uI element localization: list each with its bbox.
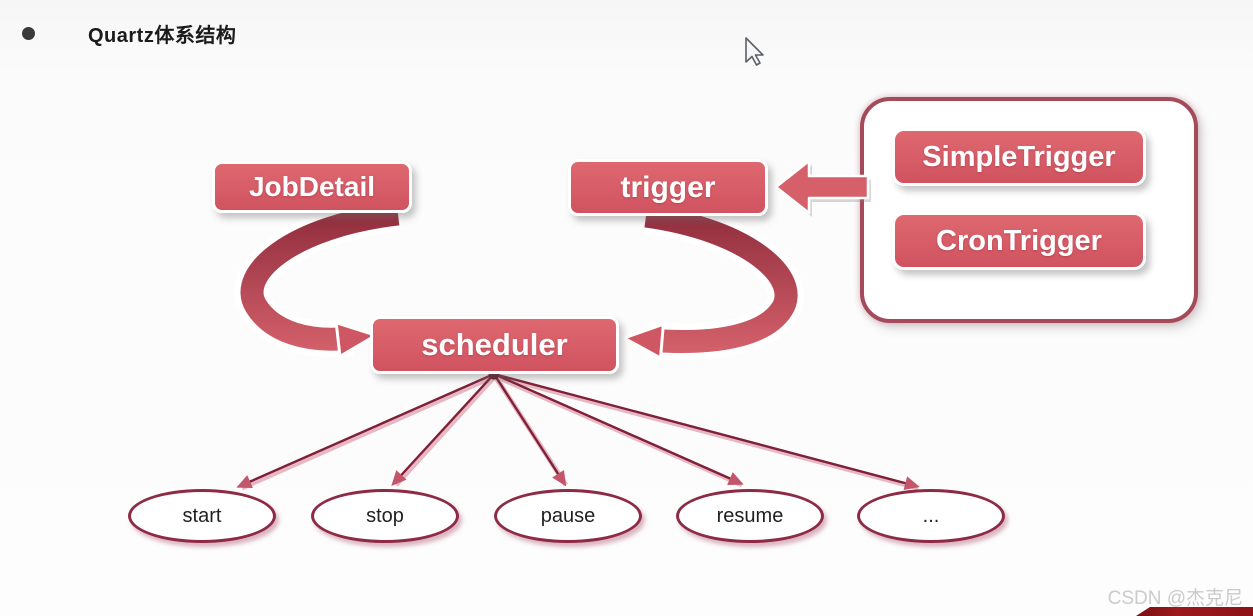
video-progress-bar[interactable] — [1136, 607, 1253, 616]
node-trigger: trigger — [568, 159, 768, 216]
ellipse-resume-label: resume — [716, 504, 784, 527]
fan-arrow-stop — [391, 373, 495, 486]
fan-arrow-more — [493, 372, 920, 490]
node-jobdetail: JobDetail — [212, 161, 412, 213]
fan-arrow-resume — [493, 372, 744, 485]
ellipse-pause-label: pause — [540, 504, 596, 527]
node-scheduler: scheduler — [370, 316, 619, 374]
watermark: CSDN @杰克尼 — [1107, 588, 1243, 609]
ellipse-stop: stop — [311, 489, 459, 543]
ellipse-pause: pause — [494, 489, 642, 543]
ellipse-more: ... — [857, 489, 1005, 543]
cursor-pointer-icon — [745, 37, 764, 66]
fan-arrows — [236, 372, 920, 490]
ellipse-resume: resume — [676, 489, 824, 543]
fan-arrow-start — [236, 372, 495, 488]
ellipse-start: start — [128, 489, 276, 543]
ellipse-stop-label: stop — [366, 504, 404, 527]
page-title: Quartz体系结构 — [88, 25, 237, 47]
ellipse-more-label: ... — [922, 504, 940, 527]
curved-arrow-trigger-to-scheduler — [620, 204, 798, 361]
fan-arrow-pause — [492, 373, 567, 487]
bullet-icon — [22, 27, 35, 40]
node-simple-trigger: SimpleTrigger — [892, 128, 1146, 186]
ellipse-start-label: start — [182, 504, 222, 527]
fan-arrows-halo — [240, 373, 919, 491]
node-cron-trigger: CronTrigger — [892, 212, 1146, 270]
arrow-group-to-trigger — [774, 159, 871, 217]
